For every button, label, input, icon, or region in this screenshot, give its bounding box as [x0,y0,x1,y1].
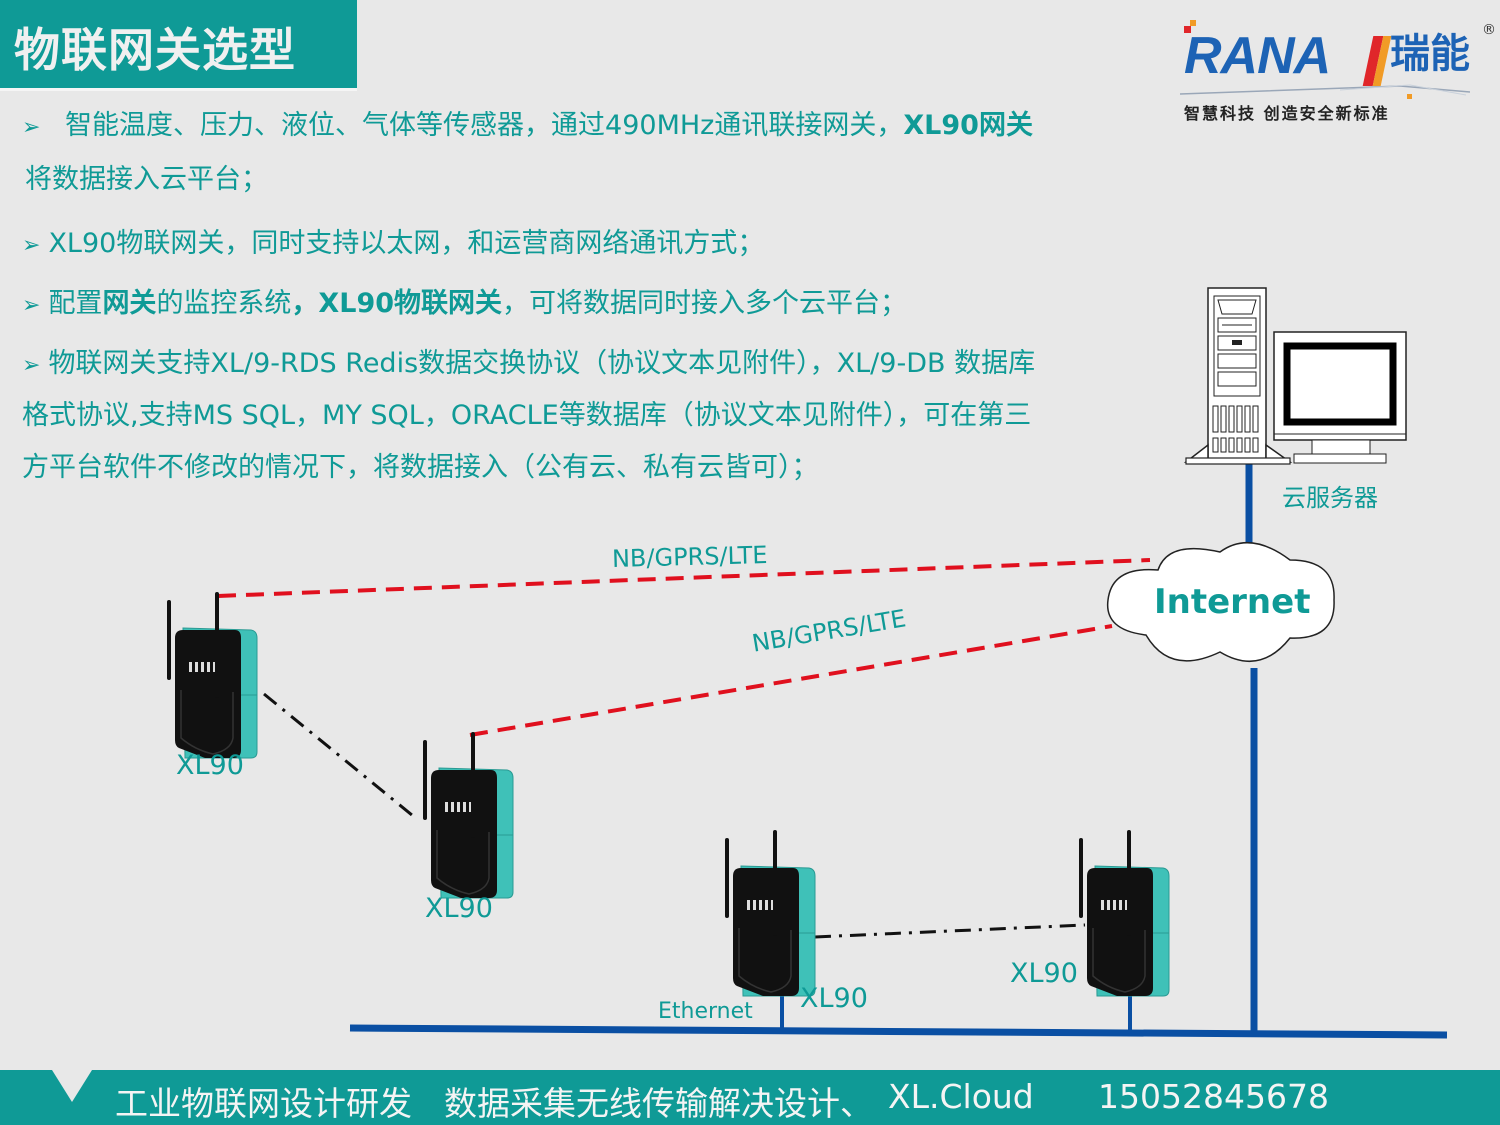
logo-swoosh [1180,84,1470,96]
bullet-arrow-icon: ➢ [22,115,41,140]
bullet-4: ➢ 物联网关支持XL/9-RDS Redis数据交换协议（协议文本见附件），XL/… [22,346,1035,384]
rf-link-2 [814,923,1086,939]
internet-cloud-icon [1106,541,1335,663]
gateway-2-label: XL90 [425,893,493,924]
footer-text-1: 工业物联网设计研发 [115,1084,412,1123]
bullet-4-line-1: 物联网关支持XL/9-RDS Redis数据交换协议（协议文本见附件），XL/9… [48,348,1036,379]
gateway-device-1[interactable] [166,591,258,759]
bullet-2: ➢ XL90物联网关，同时支持以太网，和运营商网络通讯方式； [22,226,764,264]
page-title: 物联网关选型 [14,23,296,77]
logo-square-small [1407,94,1412,99]
logo-brand-cn: 瑞能 [1390,31,1470,77]
server-label: 云服务器 [1282,484,1378,512]
gateway-4-label: XL90 [1010,958,1078,989]
bullet-3: ➢ 配置网关的监控系统，XL90物联网关，可将数据同时接入多个云平台； [22,286,907,324]
gateway-device-2[interactable] [422,731,514,899]
server-icon [1183,287,1293,465]
ethernet-label: Ethernet [658,999,753,1024]
logo-square-red [1184,26,1191,33]
title-banner: 物联网关选型 [0,0,357,88]
footer-bar: 工业物联网设计研发 数据采集无线传输解决设计、 XL.Cloud 1505284… [0,1070,1500,1125]
logo-brand: RANA [1184,27,1331,85]
bullet-3-text-a: 配置 [48,288,103,319]
bullet-4-line-3: 方平台软件不修改的情况下，将数据接入（公有云、私有云皆可）； [22,452,819,483]
logo-slogan: 智慧科技 创造安全新标准 [1184,104,1390,123]
internet-label: Internet [1154,582,1311,622]
bullet-3-text-c: ，可将数据同时接入多个云平台； [502,288,908,319]
wireless-link-1 [217,558,1151,598]
gateway-3-label: XL90 [800,983,868,1014]
footer-text-2: 数据采集无线传输解决设计、 [444,1084,873,1123]
bullet-3-bold-a: 网关 [102,288,157,319]
bullet-1-cont: 将数据接入云平台； [25,164,268,195]
monitor-icon [1273,331,1407,464]
bullet-arrow-icon: ➢ [22,353,41,378]
bullet-1-bold: XL90网关 [903,110,1033,141]
rf-link-1 [263,692,419,822]
bullet-arrow-icon: ➢ [22,233,41,258]
gateway-device-4[interactable] [1078,829,1170,997]
footer-notch [52,1070,92,1102]
bullet-4-line-2: 格式协议,支持MS SQL，MY SQL，ORACLE等数据库（协议文本见附件）… [22,400,1032,431]
bullet-1: ➢ 智能温度、压力、液位、气体等传感器，通过490MHz通讯联接网关，XL90网… [22,108,1033,146]
gateway-1-label: XL90 [176,750,244,781]
link-label-1: NB/GPRS/LTE [611,540,768,574]
bullet-1-text: 智能温度、压力、液位、气体等传感器，通过490MHz通讯联接网关， [65,110,904,141]
rana-logo: RANA 瑞能 ® 智慧科技 创造安全新标准 [1180,14,1500,124]
registered-mark: ® [1482,22,1496,38]
bullet-3-bold-b: ，XL90物联网关 [291,288,503,319]
ethernet-bus [349,1024,1448,1039]
footer-phone: 15052845678 [1098,1077,1329,1116]
logo-square-orange [1190,20,1196,26]
bullet-arrow-icon: ➢ [22,293,41,318]
bullet-3-text-b: 的监控系统 [156,288,292,319]
bullet-2-text: XL90物联网关，同时支持以太网，和运营商网络通讯方式； [48,228,765,259]
footer-brand: XL.Cloud [888,1077,1034,1116]
gateway-device-3[interactable] [724,829,816,997]
wireless-link-2 [469,624,1113,737]
title-underline [0,88,357,91]
